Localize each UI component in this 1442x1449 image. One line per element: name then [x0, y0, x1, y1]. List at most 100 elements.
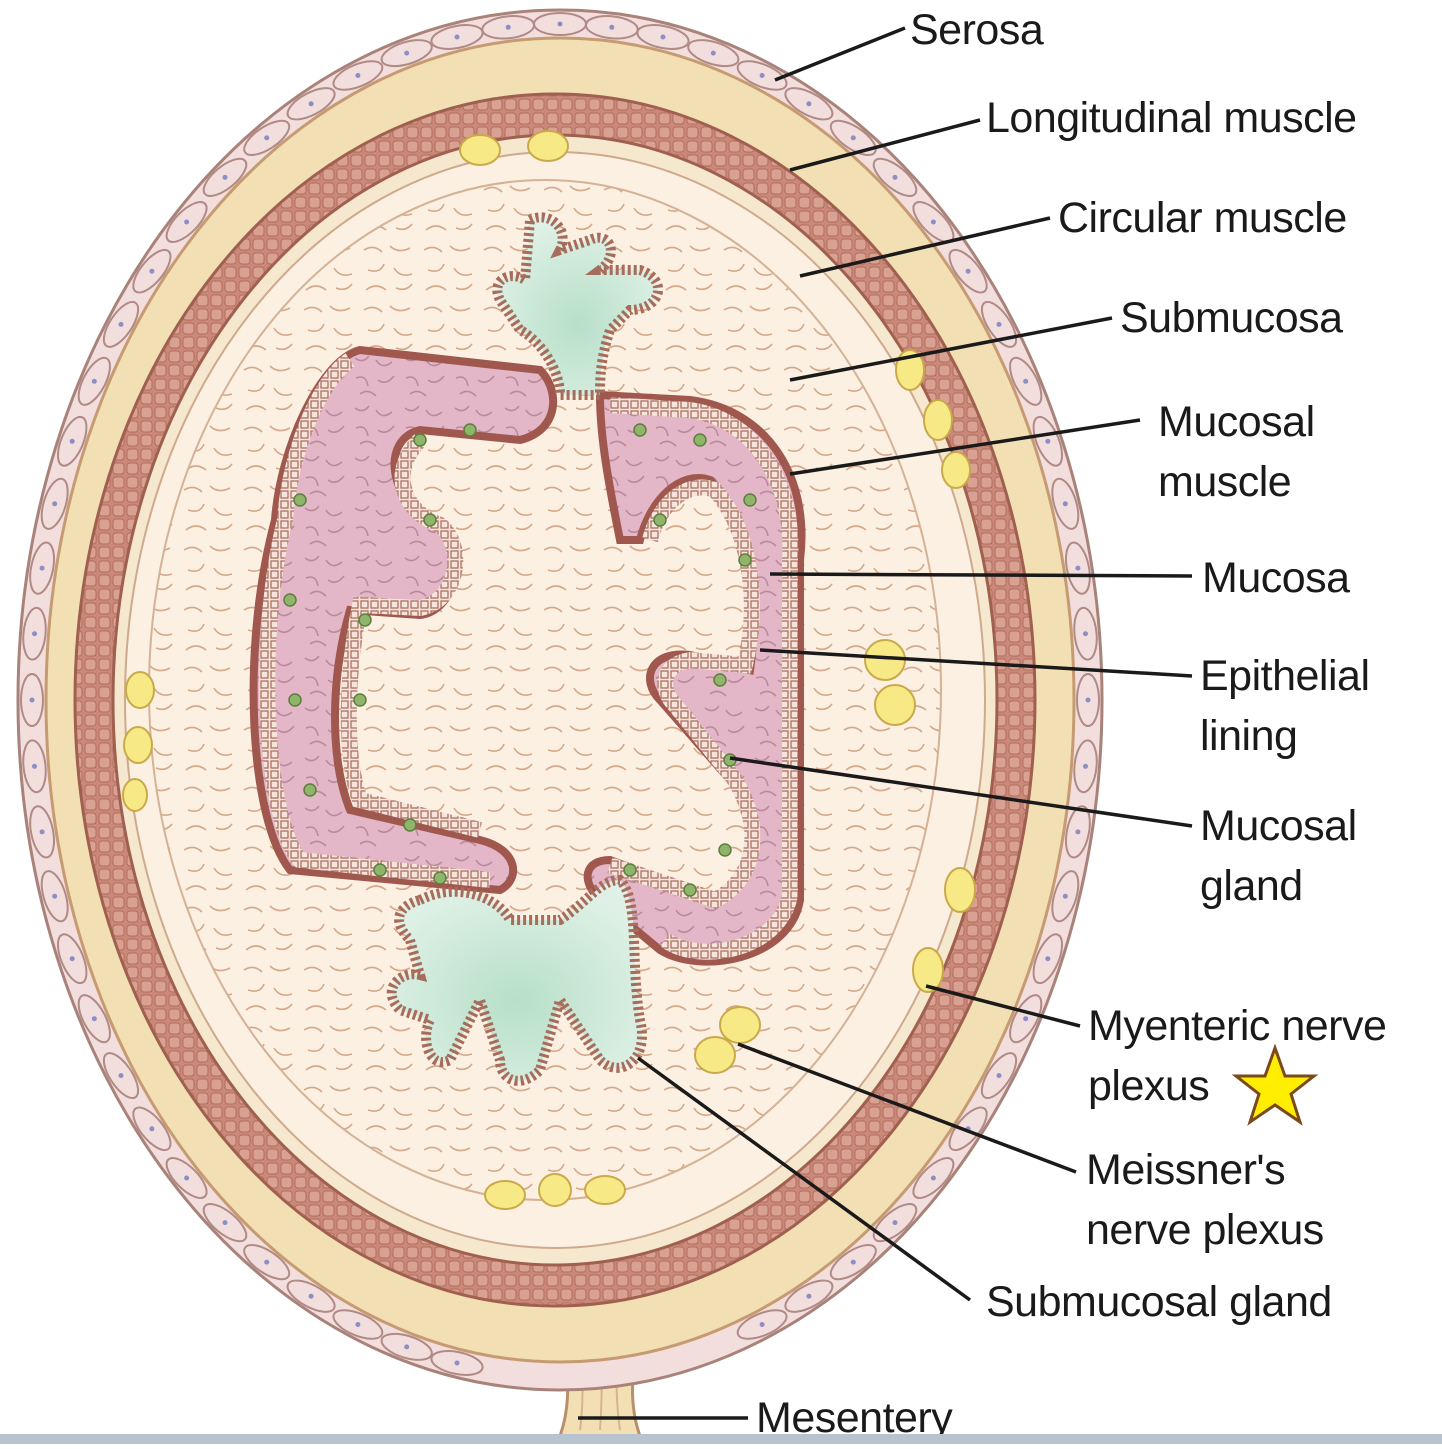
serosa-cell-nucleus [355, 73, 361, 78]
serosa-cell-nucleus [32, 763, 37, 769]
serosa-cell-nucleus [1023, 1016, 1029, 1022]
serosa-cell-nucleus [308, 1293, 314, 1299]
serosa-cell-nucleus [454, 34, 460, 40]
bottom-border [0, 1434, 1442, 1444]
serosa-cell [102, 1052, 140, 1100]
serosa-cell-nucleus [1083, 631, 1088, 637]
serosa-cell-nucleus [806, 1293, 812, 1299]
serosa-cell [202, 157, 248, 197]
serosa-cell-nucleus [32, 631, 37, 637]
serosa-cell-nucleus [69, 438, 75, 444]
serosa-cell-nucleus [965, 268, 971, 274]
serosa-cell [20, 673, 44, 727]
serosa-cell [380, 1332, 433, 1361]
serosa-cell-nucleus [892, 1220, 898, 1226]
serosa-cell-nucleus [1045, 438, 1051, 444]
serosa-cell-nucleus [660, 34, 666, 40]
serosa-cells [20, 12, 1100, 1376]
serosa-cell-nucleus [759, 1322, 765, 1327]
serosa-cell [77, 356, 111, 406]
serosa-cell [380, 39, 433, 68]
serosa-cell [165, 1157, 208, 1199]
serosa-cell [948, 248, 988, 294]
mucosal-gland-top [492, 212, 664, 400]
serosa-cell-nucleus [609, 24, 615, 30]
serosa-cell [829, 119, 877, 157]
serosa-cell [77, 994, 111, 1044]
serosa-cell-nucleus [222, 174, 228, 180]
serosa-cell-nucleus [806, 101, 812, 107]
serosa-cell-nucleus [850, 135, 856, 141]
serosa-cell [1009, 994, 1043, 1044]
serosa-cell [912, 1157, 955, 1199]
serosa-cell [29, 541, 56, 595]
serosa-cell [736, 60, 788, 91]
serosa-cell-nucleus [39, 565, 45, 571]
label-submucosa: Submucosa [1120, 294, 1343, 342]
submucosal-gland-bottom [386, 874, 647, 1086]
serosa-cell-nucleus [505, 24, 511, 30]
serosa-cell [286, 1279, 336, 1313]
epithelial-lining [259, 353, 799, 960]
serosa-cell-nucleus [404, 50, 410, 56]
serosa-cell-nucleus [1085, 697, 1091, 703]
label-longitudinal-muscle: Longitudinal muscle [986, 94, 1357, 142]
serosa-cell-nucleus [69, 956, 75, 962]
serosa-cell [872, 1203, 918, 1243]
serosa-cell-nucleus [1062, 501, 1068, 507]
serosa-cell [40, 870, 69, 923]
serosa-cell [1076, 673, 1100, 727]
serosa-cell-nucleus [264, 135, 270, 141]
serosa-cell-nucleus [557, 21, 563, 27]
serosa-cell [430, 1350, 484, 1376]
serosa-cell-nucleus [930, 219, 936, 225]
serosa-cell [829, 1244, 877, 1281]
serosa-cell [56, 933, 88, 985]
mucosal-gland-dots [283, 423, 757, 897]
serosa-cell [22, 606, 47, 661]
label-serosa: Serosa [910, 6, 1044, 54]
serosa-cell-nucleus [355, 1322, 361, 1327]
label-mucosa: Mucosa [1202, 554, 1350, 602]
serosa-cell [1032, 933, 1064, 985]
serosa-cell-nucleus [91, 378, 97, 384]
serosa-cell [29, 805, 56, 859]
serosa-cell-nucleus [710, 50, 716, 56]
serosa-cell [872, 157, 918, 197]
serosa-cell-nucleus [850, 1259, 856, 1265]
serosa-cell-nucleus [308, 101, 314, 107]
serosa-cell-nucleus [1075, 829, 1081, 835]
serosa-cell [332, 60, 384, 91]
serosa-cell [243, 119, 291, 156]
serosa-cell [1073, 606, 1098, 661]
serosa-cell [40, 477, 69, 530]
serosa-cell-nucleus [930, 1175, 936, 1181]
serosa-cell-nucleus [222, 1220, 228, 1226]
serosa-cell-nucleus [454, 1360, 460, 1366]
serosa-cell-nucleus [892, 174, 898, 180]
serosa-cell-nucleus [52, 501, 58, 507]
serosa-cell [165, 201, 208, 243]
serosa-cell [202, 1203, 248, 1243]
serosa-cell [784, 87, 834, 121]
serosa-cell [980, 300, 1018, 348]
serosa-cell-nucleus [404, 1344, 410, 1350]
serosa-cell [332, 1309, 384, 1340]
serosa-cell-nucleus [29, 697, 35, 703]
serosa-cell [22, 739, 47, 794]
leader-lines [578, 26, 1193, 1420]
serosa-cell-nucleus [759, 73, 765, 78]
serosa-cell-nucleus [91, 1016, 97, 1022]
serosa-cell [1064, 541, 1091, 595]
serosa-cell [636, 24, 690, 50]
serosa-cell [286, 87, 336, 121]
serosa-cell [132, 248, 172, 294]
serosa-cell-nucleus [149, 1126, 155, 1132]
serosa-cell [132, 1106, 172, 1152]
